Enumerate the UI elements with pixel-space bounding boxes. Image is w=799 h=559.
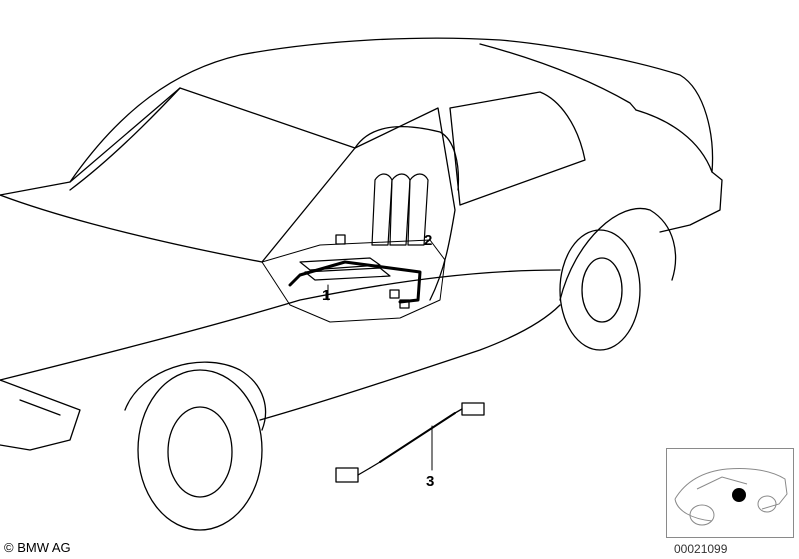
car-sill-line xyxy=(0,269,561,381)
floor-area xyxy=(261,239,446,323)
trunk-line xyxy=(635,109,713,173)
callout-part-3: 3 xyxy=(426,473,435,490)
location-thumbnail xyxy=(666,448,794,538)
connector-3a xyxy=(461,402,485,416)
location-marker xyxy=(732,488,746,502)
connector-3b xyxy=(335,467,359,483)
front-bumper xyxy=(0,379,81,451)
connector-1c xyxy=(399,299,410,309)
door-frame xyxy=(354,107,456,301)
connector-1a xyxy=(335,234,346,245)
front-wheel-arch xyxy=(124,361,267,431)
car-roof-line xyxy=(479,43,637,111)
rear-wheel-arch xyxy=(559,207,677,301)
windshield xyxy=(69,87,356,263)
document-number: 00021099 xyxy=(674,542,728,556)
seat-back xyxy=(354,126,460,191)
thumbnail-car-icon xyxy=(674,468,788,526)
copyright-text: © BMW AG xyxy=(4,540,71,555)
cushion-heater-pads xyxy=(299,257,391,281)
cable-assembly-3 xyxy=(335,402,485,483)
callout-part-2: 2 xyxy=(424,232,433,249)
callout-part-1: 1 xyxy=(322,287,331,304)
rear-wheel xyxy=(559,229,641,351)
connector-1b xyxy=(389,289,400,299)
backrest-heater-pads xyxy=(371,173,429,246)
wiring-harness-1 xyxy=(288,260,422,304)
front-wheel xyxy=(137,369,263,531)
rear-side-window xyxy=(449,91,586,206)
car-body-outline xyxy=(0,37,723,233)
hood-edge xyxy=(0,194,263,263)
